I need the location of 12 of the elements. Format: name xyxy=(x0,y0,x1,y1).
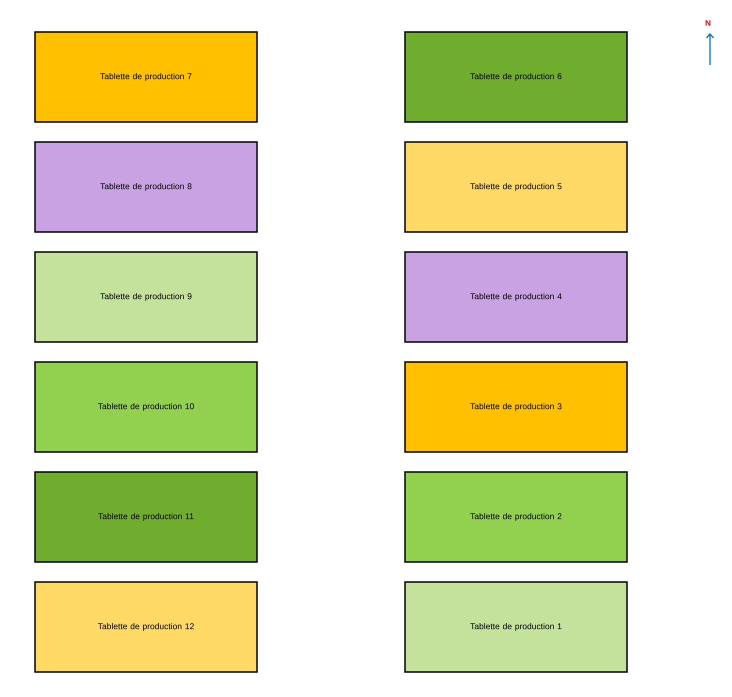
production-box: Tablette de production 1 xyxy=(404,581,628,673)
production-box: Tablette de production 11 xyxy=(34,471,258,563)
production-box: Tablette de production 12 xyxy=(34,581,258,673)
production-box: Tablette de production 9 xyxy=(34,251,258,343)
production-box: Tablette de production 8 xyxy=(34,141,258,233)
production-box: Tablette de production 4 xyxy=(404,251,628,343)
production-box: Tablette de production 10 xyxy=(34,361,258,453)
production-box: Tablette de production 5 xyxy=(404,141,628,233)
production-box: Tablette de production 6 xyxy=(404,31,628,123)
production-box: Tablette de production 2 xyxy=(404,471,628,563)
production-box: Tablette de production 3 xyxy=(404,361,628,453)
production-box: Tablette de production 7 xyxy=(34,31,258,123)
